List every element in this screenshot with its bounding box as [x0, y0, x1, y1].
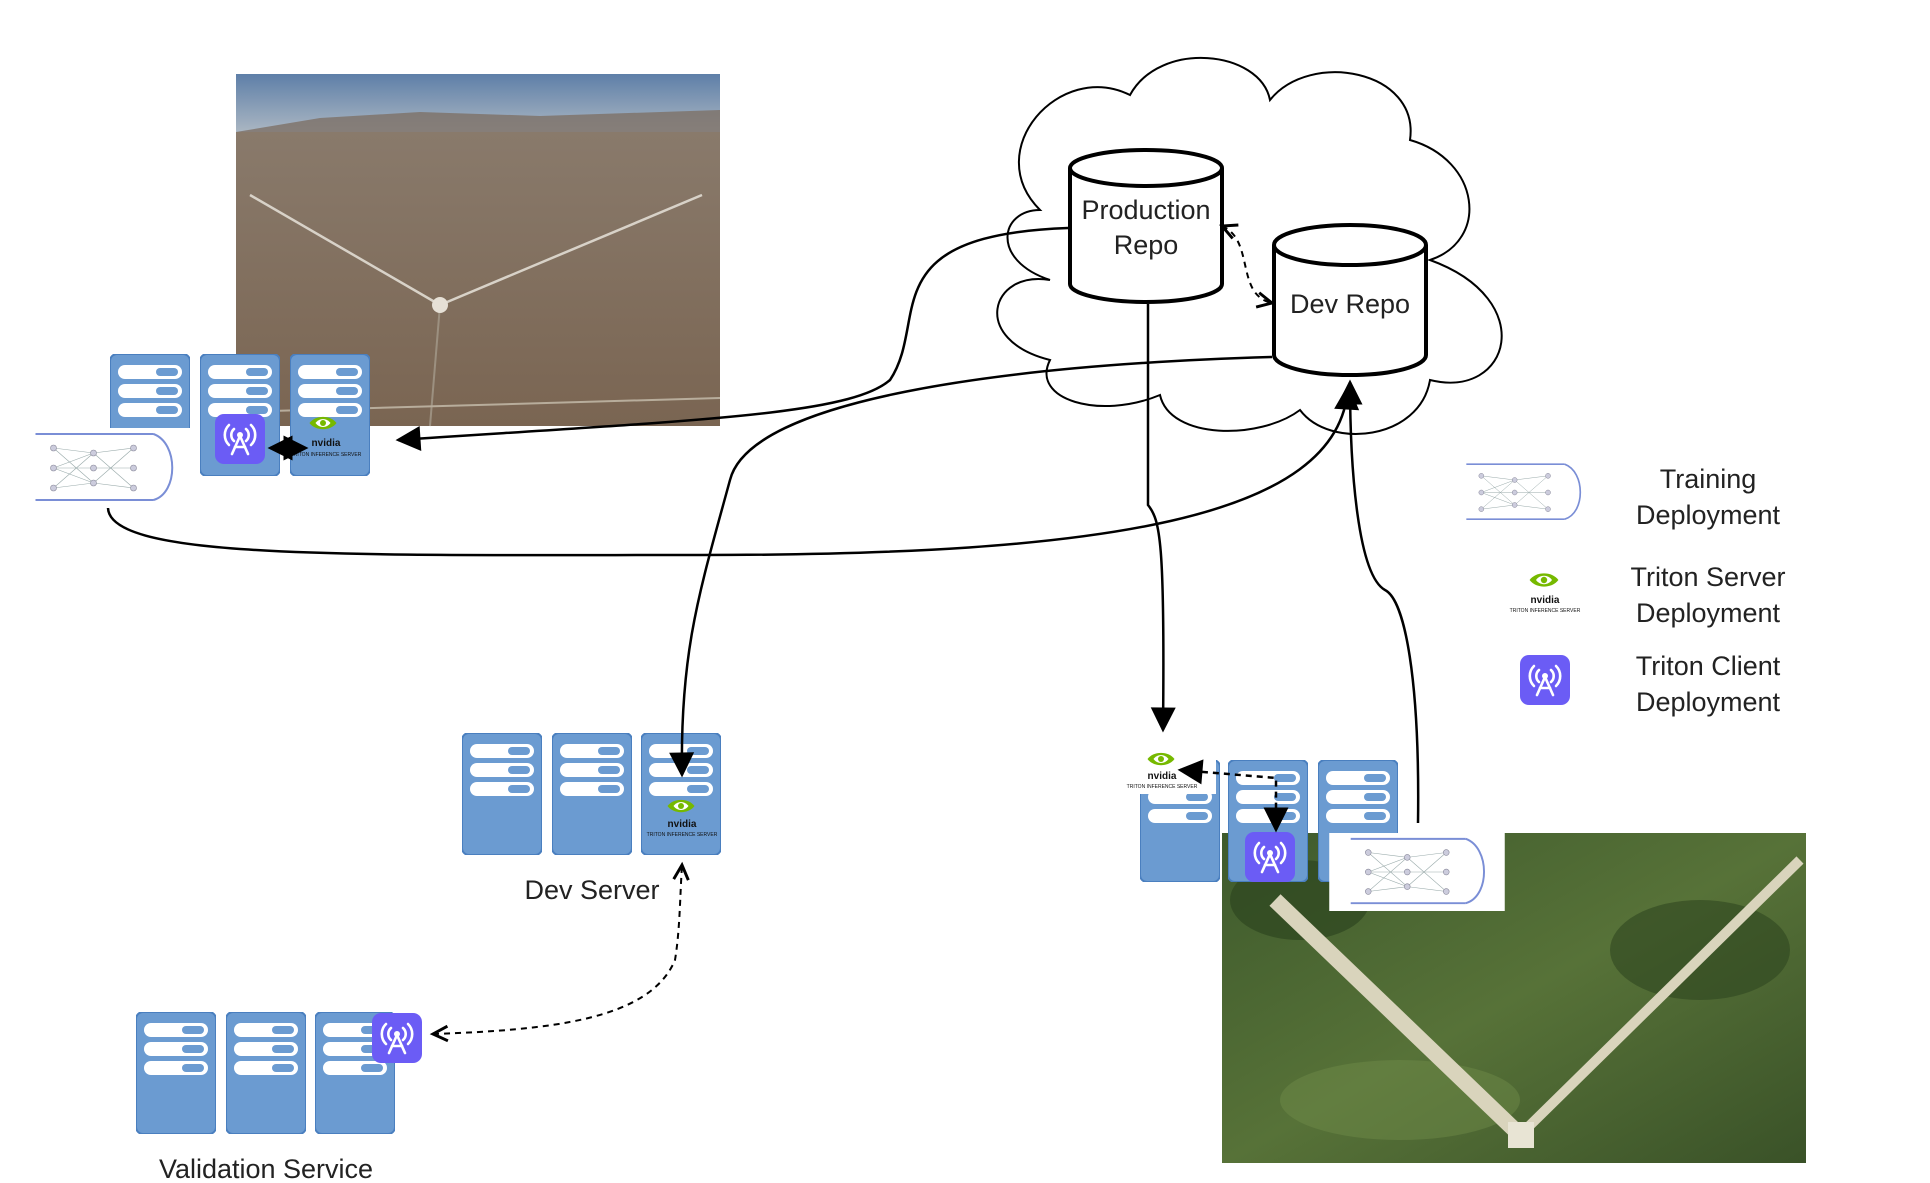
server-icon: [552, 733, 632, 855]
server-icon: [462, 733, 542, 855]
livingston-to-dev-repo-link: [1337, 379, 1420, 824]
triton-server-icon: nvidia TRITON INFERENCE SERVER: [1127, 752, 1198, 790]
hanford-server-cluster: nvidia TRITON INFERENCE SERVER: [110, 354, 370, 476]
flow-connectors: [106, 226, 1420, 824]
dev-repo[interactable]: Dev Repo: [1272, 223, 1428, 377]
nvidia-brand: nvidia: [1531, 595, 1560, 606]
legend-training-line1: Training: [1660, 464, 1757, 494]
triton-server-icon: nvidia TRITON INFERENCE SERVER: [291, 416, 362, 458]
production-repo-label-line1: Production: [1081, 195, 1210, 225]
nvidia-sub: TRITON INFERENCE SERVER: [1510, 608, 1581, 614]
triton-server-icon: nvidia TRITON INFERENCE SERVER: [1510, 573, 1581, 614]
server-icon: [136, 1012, 216, 1134]
triton-client-icon: [372, 1013, 422, 1063]
triton-client-icon: [215, 414, 265, 464]
training-deployment-icon: [12, 428, 195, 508]
observatory-photo-livingston: [1222, 833, 1806, 1163]
legend-triton-server-line1: Triton Server: [1630, 562, 1785, 592]
dev-server-label: Dev Server: [524, 875, 659, 905]
server-icon: [226, 1012, 306, 1134]
validation-to-dev-server-link: [429, 861, 690, 1043]
livingston-server-cluster: nvidia TRITON INFERENCE SERVER: [1126, 748, 1506, 911]
nvidia-sub: TRITON INFERENCE SERVER: [291, 452, 362, 458]
dev-repo-to-dev-server-link: [669, 355, 1273, 778]
triton-client-icon: [1520, 655, 1570, 705]
production-to-livingston-link: [1146, 304, 1176, 733]
training-to-dev-repo-link: [106, 384, 1360, 557]
training-deployment-icon: [1448, 458, 1598, 527]
triton-server-icon: nvidia TRITON INFERENCE SERVER: [647, 799, 718, 838]
production-repo[interactable]: Production Repo: [1068, 148, 1224, 304]
validation-service-label: Validation Service: [159, 1154, 373, 1183]
legend-training-line2: Deployment: [1636, 500, 1781, 530]
legend-triton-client-line1: Triton Client: [1636, 651, 1781, 681]
repo-sync-link: [1218, 223, 1276, 309]
triton-client-icon: [1245, 832, 1295, 882]
dev-repo-label: Dev Repo: [1290, 289, 1410, 319]
production-to-hanford-link: [395, 226, 1069, 451]
nvidia-sub: TRITON INFERENCE SERVER: [647, 832, 718, 838]
legend: Training Deployment nvidia TRITON INFERE…: [1448, 458, 1786, 717]
nvidia-brand: nvidia: [1148, 771, 1177, 782]
nvidia-sub: TRITON INFERENCE SERVER: [1127, 784, 1198, 790]
legend-triton-client-line2: Deployment: [1636, 687, 1781, 717]
nvidia-brand: nvidia: [668, 819, 697, 830]
training-deployment-icon: [1328, 833, 1506, 911]
validation-service-cluster: Validation Service: [136, 1012, 422, 1183]
nvidia-brand: nvidia: [312, 438, 341, 449]
legend-triton-server-line2: Deployment: [1636, 598, 1781, 628]
production-repo-label-line2: Repo: [1114, 230, 1179, 260]
